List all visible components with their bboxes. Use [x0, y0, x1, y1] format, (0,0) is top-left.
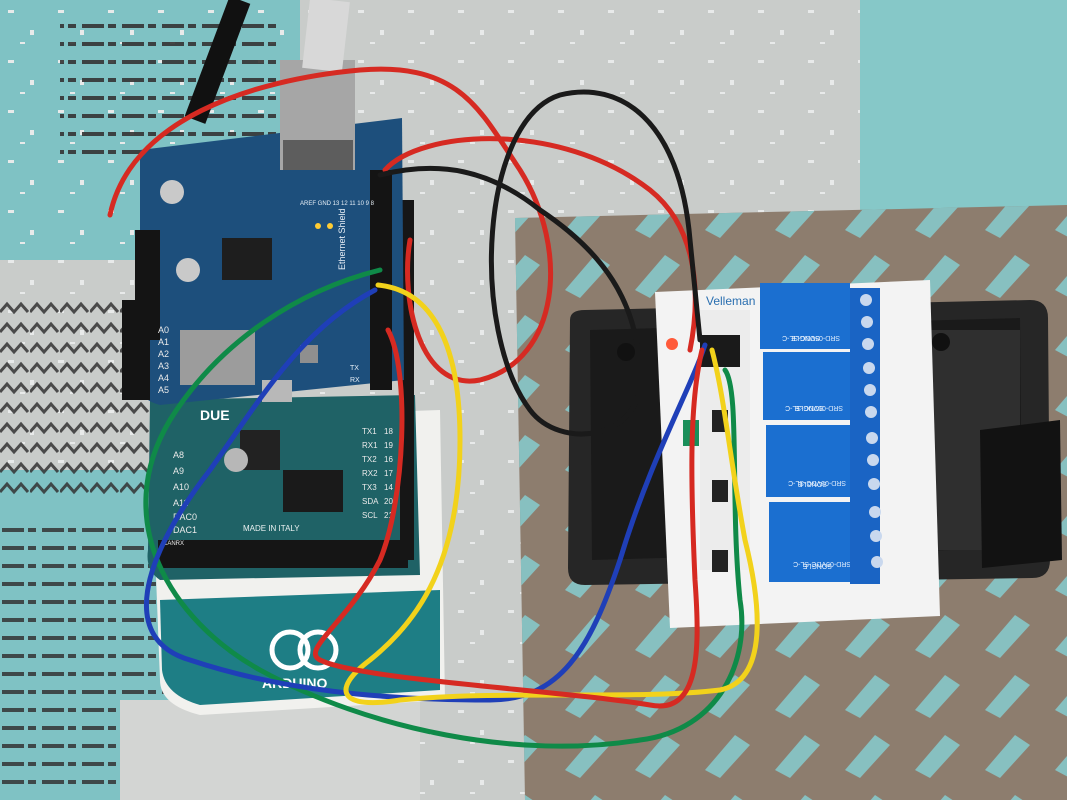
due-number-18: 18 — [384, 427, 393, 436]
due-label-sda: SDA — [362, 497, 379, 506]
due-label-a9: A9 — [173, 466, 184, 476]
green-wire — [143, 267, 745, 749]
black-wire — [377, 89, 703, 437]
due-label-a10: A10 — [173, 482, 189, 492]
power-cables — [184, 0, 350, 124]
due-number-21: 21 — [384, 511, 393, 520]
due-number-14: 14 — [384, 483, 393, 492]
red-wire-bottom — [312, 327, 705, 709]
jumper-wires — [107, 66, 760, 749]
shield-label-a4: A4 — [158, 373, 169, 383]
due-board-name: DUE — [200, 407, 230, 423]
relay-4: SRD-05VDC-SL-C SONGLE — [769, 502, 861, 582]
shield-label-a0: A0 — [158, 325, 169, 335]
due-label-rx2: RX2 — [362, 469, 378, 478]
due-label-tx3: TX3 — [362, 483, 377, 492]
relay-3: SRD-05VDC-SL-C SONGLE — [766, 425, 856, 497]
due-number-19: 19 — [384, 441, 393, 450]
shield-tx-label: TX — [350, 365, 359, 372]
due-number-17: 17 — [384, 469, 393, 478]
ethernet-shield: Ethernet Shield AREF GND 13 12 11 10 9 8… — [122, 60, 404, 405]
relay-2-brand: SONGLE — [794, 404, 824, 411]
due-label-tx2: TX2 — [362, 455, 377, 464]
yellow-wire — [343, 282, 760, 706]
due-label-dac0: DAC0 — [173, 512, 197, 522]
shield-label-a3: A3 — [158, 361, 169, 371]
relay-2: SRD-05VDC-SL-C SONGLE — [763, 352, 853, 420]
due-label-rx1: RX1 — [362, 441, 378, 450]
blue-wire — [144, 287, 708, 703]
relay-2-model: SRD-05VDC-SL-C — [785, 404, 843, 411]
shield-rx-label: RX — [350, 377, 360, 384]
relay-1-model: SRD-05VDC-SL-C — [782, 334, 840, 341]
relay-4-model: SRD-05VDC-SL-C — [793, 560, 851, 567]
due-label-canrx: CANRX — [163, 541, 184, 547]
relay-1-brand: SONGLE — [790, 334, 820, 341]
due-label-tx1: TX1 — [362, 427, 377, 436]
due-label-scl: SCL — [362, 511, 378, 520]
due-label-a11: A11 — [173, 498, 188, 508]
due-number-20: 20 — [384, 497, 393, 506]
relay-1: SRD-05VDC-SL-C SONGLE — [760, 283, 850, 349]
due-number-16: 16 — [384, 455, 393, 464]
relay-3-brand: SONGLE — [797, 480, 827, 487]
relay-4-brand: SONGLE — [802, 562, 832, 569]
relay-module: Velleman SRD-05VDC-SL-C SONGLE SRD-05VDC… — [655, 280, 940, 628]
due-serial-labels: TX1 RX1 TX2 RX2 TX3 SDA SCL 18 19 16 17 … — [362, 427, 393, 520]
shield-analog-labels: A0 A1 A2 A3 A4 A5 — [158, 325, 169, 395]
relay-terminal-screws — [860, 294, 883, 568]
due-label-dac1: DAC1 — [173, 525, 197, 535]
red-wire-top — [107, 66, 554, 384]
shield-label-a2: A2 — [158, 349, 169, 359]
due-label-a8: A8 — [173, 450, 184, 460]
shield-label-a5: A5 — [158, 385, 169, 395]
due-analog-labels: A8 A9 A10 A11 DAC0 DAC1 CANRX — [163, 450, 197, 547]
due-made-in: MADE IN ITALY — [243, 524, 300, 533]
shield-header-text: AREF GND 13 12 11 10 9 8 — [300, 201, 375, 207]
relay-3-model: SRD-05VDC-SL-C — [788, 479, 846, 486]
shield-label: Ethernet Shield — [337, 208, 347, 270]
relay-brand-text: Velleman — [706, 294, 755, 308]
shield-label-a1: A1 — [158, 337, 169, 347]
